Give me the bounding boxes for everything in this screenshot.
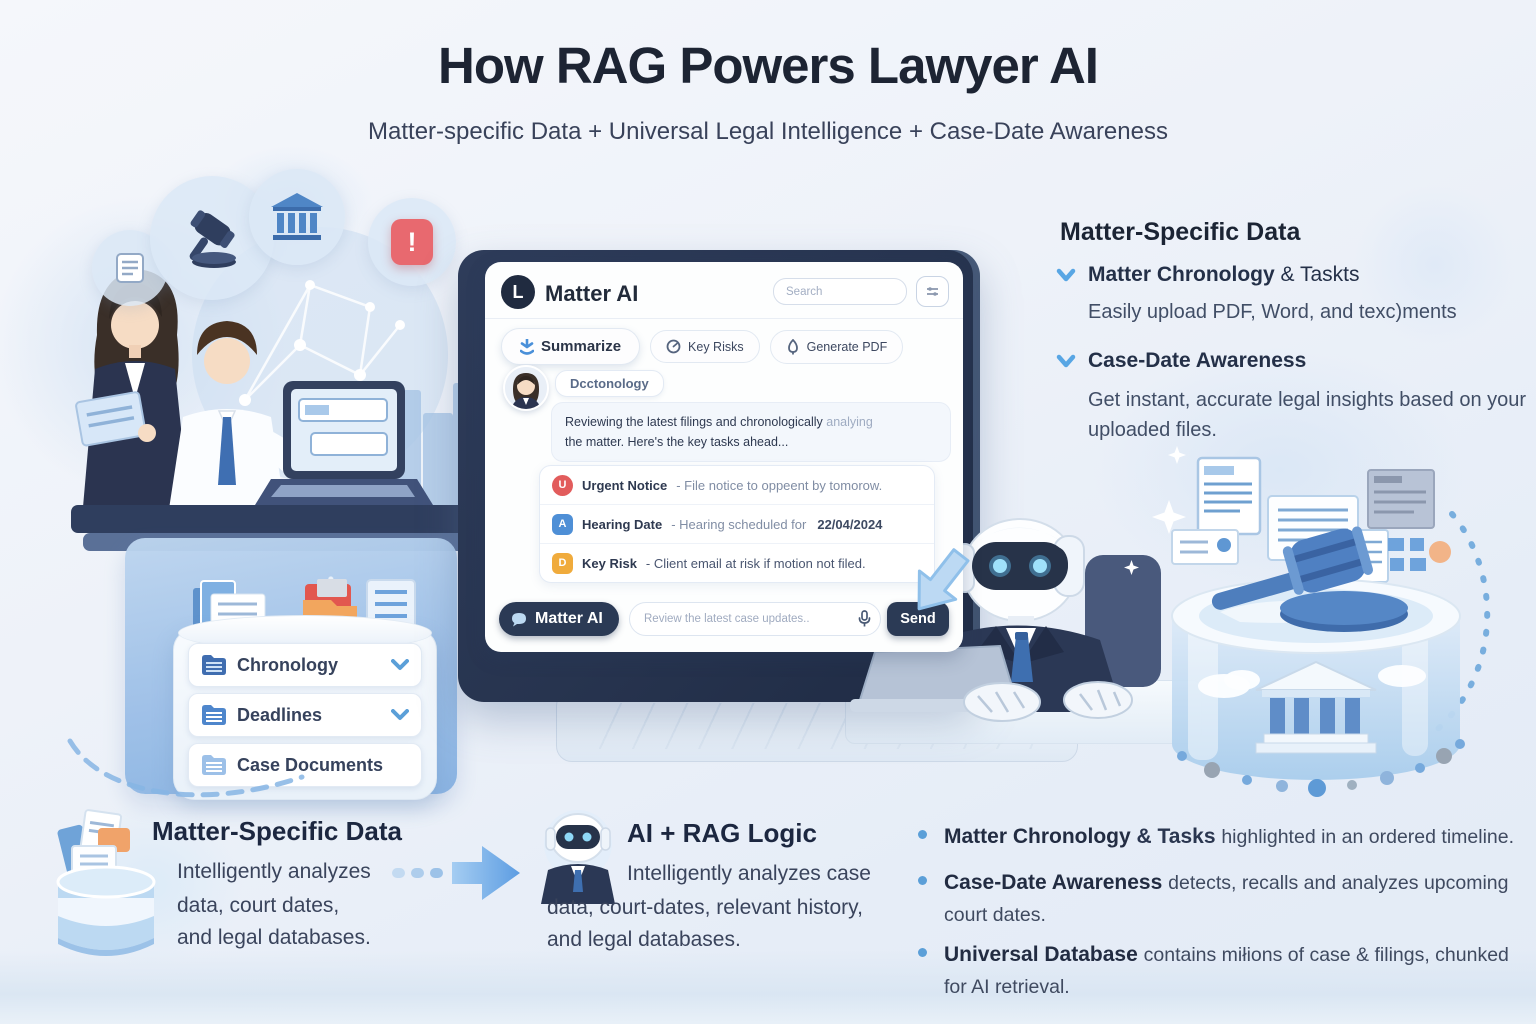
gauge-icon xyxy=(666,339,681,354)
bg-bottom-band xyxy=(0,950,1536,1024)
gavel-on-database xyxy=(1211,526,1408,632)
generate-pdf-icon xyxy=(787,338,798,354)
folder-icon xyxy=(202,755,226,775)
bottom-left-heading: Matter-Specific Data xyxy=(152,816,402,846)
drawer-item-chronology[interactable]: Chronology xyxy=(188,643,422,687)
alert-exclamation-icon: ! xyxy=(391,219,433,265)
courthouse-icon xyxy=(271,193,323,240)
search-input[interactable] xyxy=(773,278,907,305)
drawer-item-deadlines[interactable]: Deadlines xyxy=(188,693,422,737)
sparkle-icon xyxy=(1168,446,1186,464)
chevron-down-icon xyxy=(391,709,409,720)
chevron-down-icon[interactable] xyxy=(1056,268,1076,282)
desk xyxy=(71,505,473,533)
right-panel-item-title: Case-Date Awareness xyxy=(1088,349,1307,372)
composer-bar: Matter AI Send xyxy=(499,602,949,638)
page-title: How RAG Powers Lawyer AI xyxy=(438,37,1099,94)
calendar-badge-icon: A xyxy=(552,513,573,535)
right-panel-heading: Matter-Specific Data xyxy=(1060,218,1301,246)
laptop xyxy=(255,381,433,505)
bottom-left-line: and legal databases. xyxy=(177,926,371,949)
tasks-card: U Urgent Notice - File notice to oppeent… xyxy=(539,465,935,583)
filter-icon xyxy=(927,287,938,296)
composer-input-wrap xyxy=(629,602,881,636)
chevron-down-icon[interactable] xyxy=(1056,354,1076,368)
floating-documents xyxy=(1171,456,1451,583)
bottom-left-line: data, court dates, xyxy=(177,894,340,917)
right-panel-item-desc: Get instant, accurate legal insights bas… xyxy=(1088,389,1527,441)
message-text-light: analying xyxy=(822,415,873,429)
bottom-mid-line: data, court-dates, relevant history, xyxy=(547,896,863,919)
database-documents-icon xyxy=(56,809,156,956)
mic-icon[interactable] xyxy=(858,610,871,633)
folder-icon xyxy=(202,705,226,725)
bullet-item: Matter Chronology & Tasks highlighted in… xyxy=(944,825,1515,848)
drawer-item-case-documents[interactable]: Case Documents xyxy=(188,743,422,787)
task-row-urgent-notice: U Urgent Notice - File notice to oppeent… xyxy=(540,466,934,504)
task-row-key-risk: D Key Risk - Client email at risk if mot… xyxy=(540,543,934,582)
right-panel-item-desc: Easily upload PDF, Word, and texc)ments xyxy=(1088,301,1457,323)
bottom-mid-line: Intelligently analyzes case xyxy=(627,862,871,885)
avatar xyxy=(503,365,549,411)
drawer-item-label: Deadlines xyxy=(237,704,323,725)
flow-arrow-icon xyxy=(392,846,520,900)
chat-sender-label: Dcctonology xyxy=(555,370,664,397)
gavel-icon xyxy=(189,210,236,268)
chevron-down-icon xyxy=(391,659,409,670)
key-risks-button[interactable]: Key Risks xyxy=(650,330,760,363)
download-arrow-icon xyxy=(520,338,534,355)
toolbar: Summarize Key Risks Generate PDF xyxy=(501,328,904,365)
generate-pdf-button[interactable]: Generate PDF xyxy=(769,329,904,364)
woman-lawyer xyxy=(75,269,189,507)
chat-bubble-icon xyxy=(512,612,526,626)
sparkle-icon xyxy=(1124,560,1139,575)
courthouse-icon-circle xyxy=(249,169,345,265)
drawer-item-label: Case Documents xyxy=(237,754,384,775)
alert-icon-circle: ! xyxy=(368,198,456,286)
matter-ai-window: L Matter AI Summarize Key Risks Generate… xyxy=(485,262,963,652)
bottom-mid-line: and legal databases. xyxy=(547,928,741,951)
matter-ai-brand-button[interactable]: Matter AI xyxy=(499,602,619,636)
universal-database-illustration xyxy=(1171,456,1491,797)
chat-message: Reviewing the latest filings and chronol… xyxy=(551,402,951,462)
pointer-arrow-icon xyxy=(917,548,970,611)
matter-data-drawer: Chronology Deadlines Case Documents xyxy=(173,615,437,800)
lawyers-scene-illustration xyxy=(71,227,475,551)
app-logo: L xyxy=(501,275,535,309)
drawer-item-label: Chronology xyxy=(237,654,338,675)
bottom-mid-heading: AI + RAG Logic xyxy=(627,818,817,848)
bead-ring xyxy=(1177,739,1465,797)
robot-icon xyxy=(541,810,615,904)
bullet-item: Universal Database contains miłions of c… xyxy=(944,943,1509,999)
robot-assistant-illustration xyxy=(850,518,1161,722)
bottom-left-line: Intelligently analyzes xyxy=(177,860,371,883)
message-text: Reviewing the latest filings and chronol… xyxy=(565,415,823,429)
bullet-icon xyxy=(918,830,927,839)
divider xyxy=(485,318,963,319)
bullet-icon xyxy=(918,876,927,885)
summarize-button[interactable]: Summarize xyxy=(501,328,641,365)
right-panel-item-title: Matter Chronology & Taskts xyxy=(1088,263,1360,286)
page-subtitle: Matter-specific Data + Universal Legal I… xyxy=(368,118,1168,145)
sparkle-icon xyxy=(1152,500,1186,534)
message-text-line2: the matter. Here's the key tasks ahead..… xyxy=(565,435,789,449)
app-title: Matter AI xyxy=(545,281,639,306)
bullet-icon xyxy=(918,948,927,957)
task-row-hearing-date: A Hearing Date - Hearing scheduled for 2… xyxy=(540,504,934,543)
urgent-badge-icon: U xyxy=(552,474,573,496)
courthouse-in-database xyxy=(1198,660,1426,754)
risk-badge-icon: D xyxy=(552,552,573,574)
folder-icon xyxy=(202,655,226,675)
dashed-curve-decoration xyxy=(67,738,305,798)
composer-input[interactable] xyxy=(629,602,881,636)
window-options-button[interactable] xyxy=(916,276,949,307)
bullet-item: Case-Date Awareness detects, recalls and… xyxy=(944,871,1509,927)
document-lines-icon xyxy=(116,253,144,283)
